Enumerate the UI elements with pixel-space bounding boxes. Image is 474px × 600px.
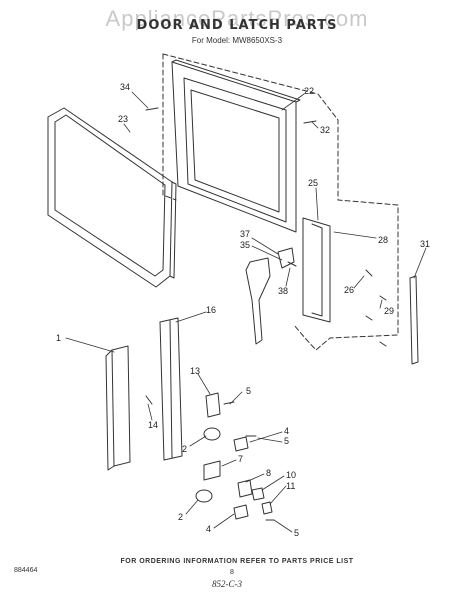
callout-37: 37 [240, 229, 250, 239]
part-23-door-panel [47, 107, 177, 288]
callout-23: 23 [118, 114, 128, 124]
part-4-block [233, 436, 249, 452]
sheet-code: 852-C-3 [212, 579, 242, 589]
diagram-title: DOOR AND LATCH PARTS [136, 18, 338, 33]
part-10-switch [251, 487, 265, 501]
callout-22: 22 [304, 86, 314, 96]
part-2-latch-cam [203, 427, 221, 441]
callout-13: 13 [190, 366, 200, 376]
model-subtitle: For Model: MW8650XS-3 [191, 36, 283, 45]
callout-16: 16 [206, 305, 216, 315]
callout-26: 26 [344, 285, 354, 295]
part-37-latch-lever [245, 247, 295, 345]
callout-7: 7 [238, 454, 243, 464]
callout-28: 28 [378, 235, 388, 245]
drawing-id: 884464 [14, 567, 38, 574]
screw-fasteners [145, 107, 387, 521]
callout-5c: 5 [294, 528, 299, 538]
callout-14: 14 [148, 420, 158, 430]
watermark: AppliancePartsPros.com [105, 6, 369, 31]
part-25-latch-housing [302, 217, 331, 323]
callout-32: 32 [320, 125, 330, 135]
callout-1: 1 [56, 333, 61, 343]
callout-4b: 4 [206, 524, 211, 534]
callout-2b: 2 [178, 512, 183, 522]
part-16-vertical-channel [159, 317, 183, 461]
callout-2a: 2 [182, 444, 187, 454]
callout-5b: 5 [284, 436, 289, 446]
assembly-outline-left [162, 53, 177, 201]
part-8-switch [237, 479, 253, 498]
assembly-outline [162, 53, 399, 351]
page-number: 8 [230, 569, 234, 576]
ordering-note: FOR ORDERING INFORMATION REFER TO PARTS … [120, 558, 354, 565]
part-1-mounting-bracket [105, 345, 131, 471]
callout-38: 38 [278, 286, 288, 296]
leader-lines [65, 91, 427, 533]
callout-4a: 4 [284, 426, 289, 436]
part-13-bracket [205, 392, 221, 418]
callout-8: 8 [266, 468, 271, 478]
callout-29: 29 [384, 306, 394, 316]
part-7-plate [203, 460, 221, 481]
part-4b-block [233, 504, 249, 520]
callout-5a: 5 [246, 386, 251, 396]
callout-34: 34 [120, 82, 130, 92]
callout-25: 25 [308, 178, 318, 188]
part-22-inner-door-frame [171, 59, 301, 233]
part-11-spring [261, 501, 273, 515]
part-2b-latch-cam [195, 489, 213, 503]
callout-31: 31 [420, 239, 430, 249]
part-31-latch-strip [409, 275, 419, 365]
callout-10: 10 [286, 470, 296, 480]
callout-11: 11 [286, 481, 295, 491]
callout-35: 35 [240, 240, 250, 250]
